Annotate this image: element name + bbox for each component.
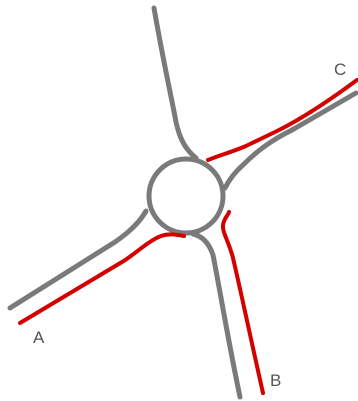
label-b: B xyxy=(270,371,281,390)
roundabout-ring xyxy=(146,156,226,236)
road-south xyxy=(190,231,243,400)
road-north xyxy=(151,5,199,161)
routes xyxy=(18,78,358,395)
label-c: C xyxy=(334,60,346,79)
route-b-to-c-exit xyxy=(206,78,358,162)
label-a: A xyxy=(33,328,45,347)
road-east xyxy=(222,90,358,191)
road-network xyxy=(7,5,358,400)
road-west xyxy=(7,208,149,311)
route-b-to-c xyxy=(220,210,265,395)
route-a-to-b xyxy=(18,232,186,325)
